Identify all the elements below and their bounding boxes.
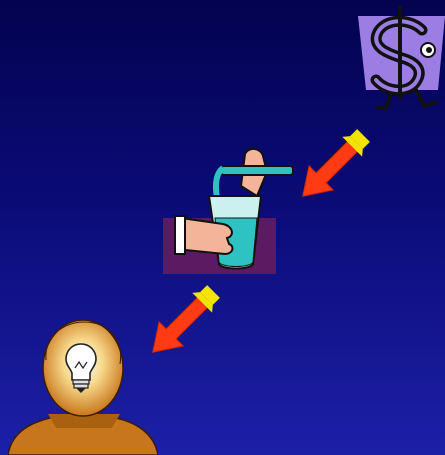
dollar-pupil — [426, 47, 432, 53]
shirt-cuff — [175, 216, 185, 254]
person-with-idea-icon — [8, 318, 158, 455]
dollar-character-icon — [356, 4, 445, 116]
beaker-icon — [163, 146, 293, 276]
arrow-down-left-icon — [285, 122, 377, 214]
test-tube — [221, 166, 293, 175]
pour-stream — [216, 168, 223, 198]
lower-hand — [181, 218, 232, 254]
